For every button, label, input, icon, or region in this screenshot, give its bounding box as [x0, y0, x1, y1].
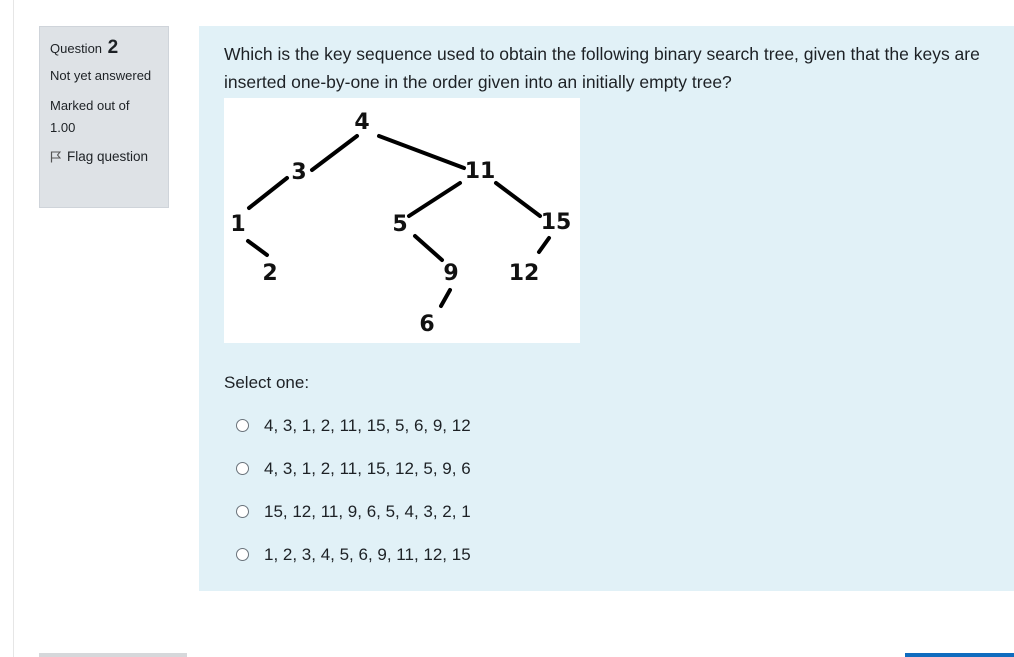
answer-option[interactable]: 1, 2, 3, 4, 5, 6, 9, 11, 12, 15 — [224, 533, 471, 576]
tree-node: 15 — [541, 210, 572, 235]
radio-button[interactable] — [236, 548, 249, 561]
answer-option-label[interactable]: 4, 3, 1, 2, 11, 15, 5, 6, 9, 12 — [264, 415, 471, 435]
answer-option[interactable]: 15, 12, 11, 9, 6, 5, 4, 3, 2, 1 — [224, 490, 471, 533]
radio-button[interactable] — [236, 419, 249, 432]
tree-node: 2 — [262, 261, 277, 286]
edge-1-2 — [246, 239, 269, 257]
question-state: Not yet answered — [50, 68, 152, 83]
tree-node: 4 — [354, 110, 369, 135]
edge-4-3 — [310, 134, 359, 172]
edge-11-5 — [407, 181, 462, 218]
tree-node: 9 — [443, 261, 458, 286]
question-info-panel: Question 2 Not yet answered Marked out o… — [39, 26, 169, 208]
question-number: Question 2 — [50, 37, 158, 59]
answer-option-label[interactable]: 15, 12, 11, 9, 6, 5, 4, 3, 2, 1 — [264, 501, 471, 521]
tree-node: 5 — [392, 212, 407, 237]
tree-node: 6 — [419, 312, 434, 337]
answer-option[interactable]: 4, 3, 1, 2, 11, 15, 12, 5, 9, 6 — [224, 447, 471, 490]
question-number-value: 2 — [107, 37, 119, 58]
answer-option-label[interactable]: 4, 3, 1, 2, 11, 15, 12, 5, 9, 6 — [264, 458, 471, 478]
question-text: Which is the key sequence used to obtain… — [224, 44, 980, 92]
tree-node: 11 — [465, 159, 496, 184]
tree-node: 1 — [230, 212, 245, 237]
flag-icon — [50, 151, 61, 163]
tree-node: 3 — [291, 160, 306, 185]
flag-question-link[interactable]: Flag question — [50, 149, 158, 164]
tree-node: 12 — [509, 261, 540, 286]
radio-button[interactable] — [236, 462, 249, 475]
answer-options: 4, 3, 1, 2, 11, 15, 5, 6, 9, 12 4, 3, 1,… — [224, 404, 471, 576]
answer-option[interactable]: 4, 3, 1, 2, 11, 15, 5, 6, 9, 12 — [224, 404, 471, 447]
edge-11-15 — [494, 181, 542, 218]
question-grade: Marked out of 1.00 — [50, 98, 130, 135]
select-one-prompt: Select one: — [224, 373, 310, 392]
flag-question-label: Flag question — [67, 149, 149, 164]
bst-diagram: 4 3 11 1 5 15 2 9 12 6 — [224, 98, 580, 343]
question-word: Question — [50, 41, 103, 56]
page-edge-divider — [13, 0, 14, 657]
edge-15-12 — [537, 236, 551, 254]
edge-4-11 — [377, 134, 466, 170]
edge-5-9 — [413, 234, 444, 262]
radio-button[interactable] — [236, 505, 249, 518]
next-question-bar[interactable] — [905, 653, 1014, 657]
edge-3-1 — [247, 176, 289, 210]
question-content: Which is the key sequence used to obtain… — [199, 26, 1014, 591]
previous-question-bar[interactable] — [39, 653, 187, 657]
answer-option-label[interactable]: 1, 2, 3, 4, 5, 6, 9, 11, 12, 15 — [264, 544, 471, 564]
edge-9-6 — [439, 288, 452, 308]
